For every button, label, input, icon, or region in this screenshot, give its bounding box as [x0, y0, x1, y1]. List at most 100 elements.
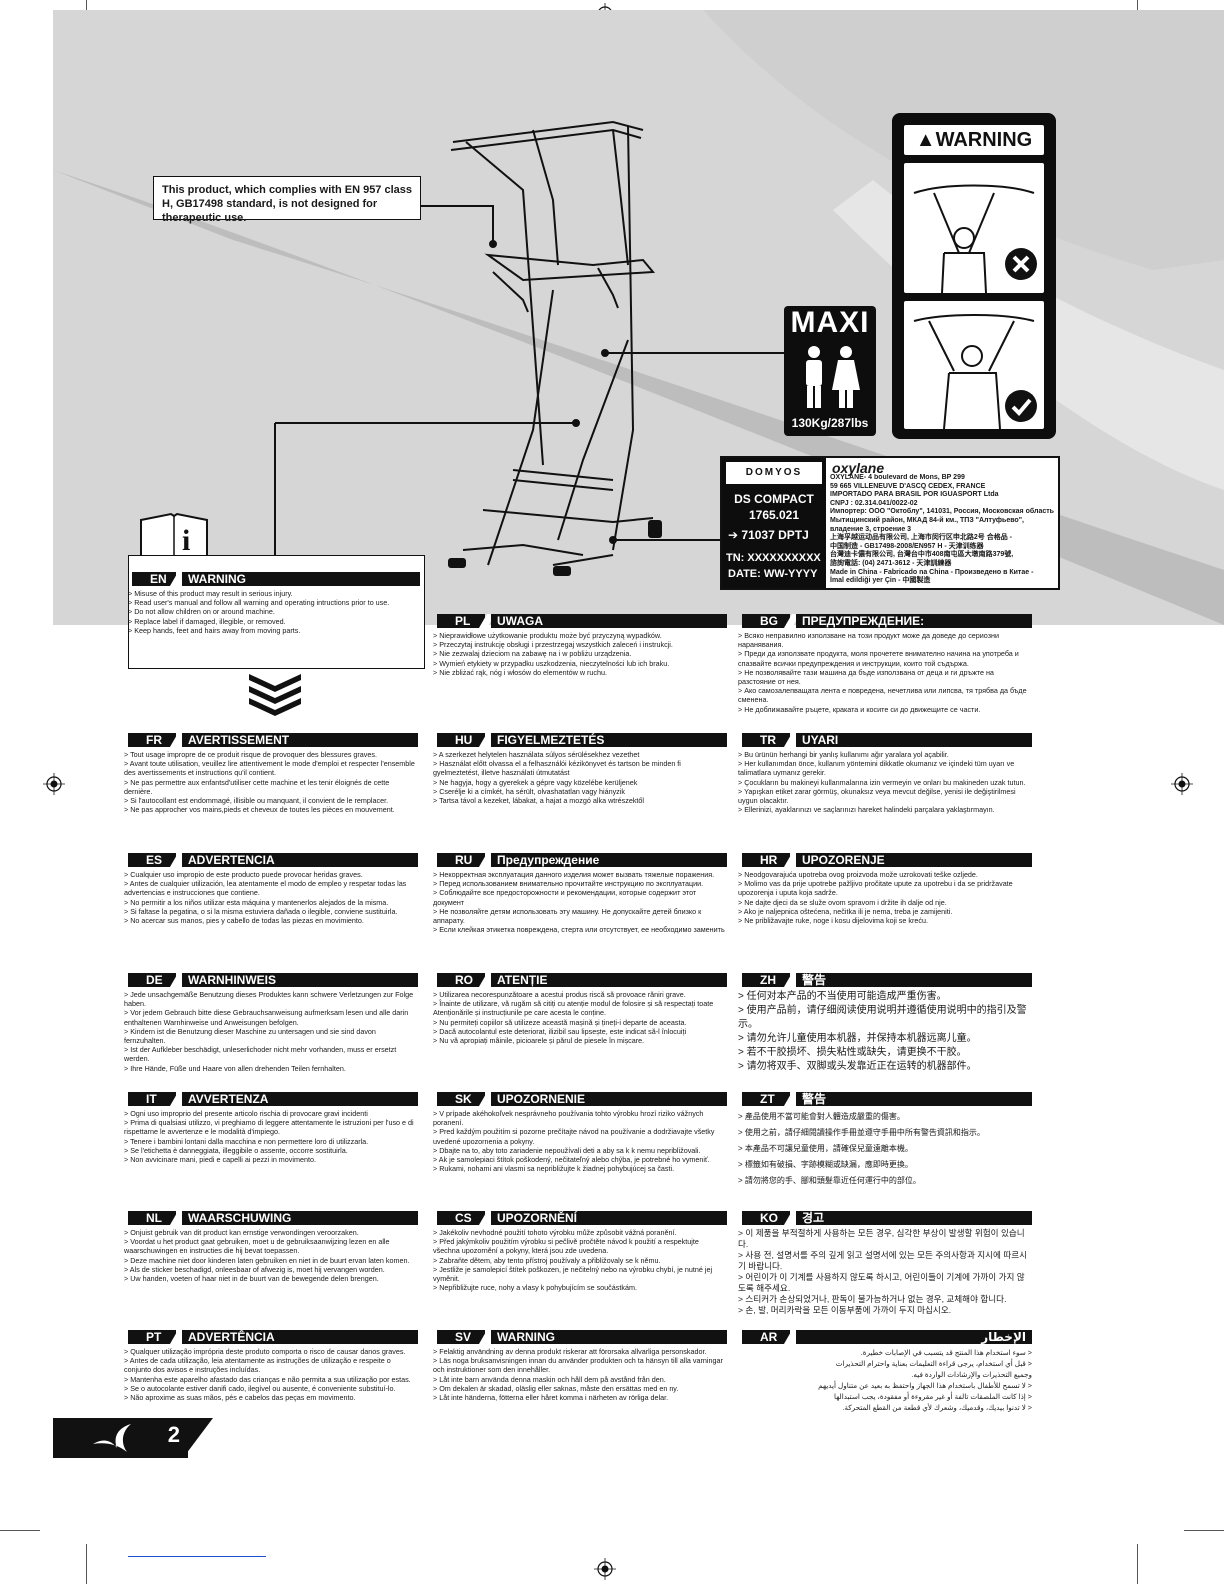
- address-line: IMPORTADO PARA BRASIL POR IGUASPORT Ltda: [830, 491, 999, 499]
- section-items-ko: > 이 제품을 부적절하게 사용하는 모든 경우, 심각한 부상이 발생할 위험…: [738, 1228, 1032, 1316]
- check-icon: [1005, 390, 1037, 422]
- warning-item: > Не позволяйте детям использовать эту м…: [433, 906, 702, 926]
- warning-item: > Ne dajte djeci da se služe ovom spravo…: [738, 897, 947, 907]
- warning-item: > No acercar sus manos, pies y cabello d…: [124, 916, 364, 926]
- section-language-code: PT: [128, 1330, 176, 1344]
- warning-item: > Yapışkan etiket zarar görmüş, okunaksı…: [738, 786, 1016, 806]
- warning-item: > Înainte de utilizare, vă rugăm să citi…: [433, 999, 714, 1018]
- section-title: WAARSCHUWING: [182, 1211, 418, 1225]
- section-language-code: AR: [742, 1330, 790, 1344]
- page-number-tab: 2: [53, 1418, 188, 1458]
- warning-item: > 任何对本产品的不当使用可能造成严重伤害。: [738, 991, 947, 1002]
- section-language-code: SK: [437, 1092, 485, 1106]
- warning-item: > Ne pas permettre aux enfantsd'utiliser…: [124, 777, 390, 796]
- warning-item: > Nu vă apropiați mâinile, picioarele și…: [433, 1036, 645, 1046]
- warning-item: > Před jakýmkoliv použitím výrobku si pe…: [433, 1237, 699, 1256]
- section-items-en: > Misuse of this product may result in s…: [128, 589, 410, 635]
- section-title: الإخطار: [796, 1330, 1032, 1344]
- warning-item: > Non avvicinare mani, piedi e capelli a…: [124, 1155, 316, 1165]
- warning-item: > Jakékoliv nevhodné použití tohoto výro…: [433, 1228, 677, 1237]
- max-weight-panel: MAXI 130Kg/287lbs: [784, 306, 876, 436]
- warning-item: > Cserélje ki a címkét, ha sérült, olvas…: [433, 786, 625, 796]
- warning-item: > 請勿將您的手、腳和頭髮靠近任何運行中的部位。: [738, 1176, 921, 1185]
- section-items-zt: > 產品使用不當可能會對人體造成嚴重的傷害。> 使用之前，請仔細閱讀操作手冊並遵…: [738, 1109, 1032, 1189]
- therapeutic-use-callout: This product, which complies with EN 957…: [153, 176, 421, 224]
- section-language-code: RO: [437, 973, 485, 987]
- address-line: CNPJ : 02.314.041/0022-02: [830, 499, 918, 507]
- warning-item: > Rukami, nohami ani vlasmi sa nepribliž…: [433, 1164, 675, 1174]
- address-line: 諮詢電話: (04) 2471-3612 - 天津訓練器: [830, 559, 952, 567]
- warning-panel-header: ▲WARNING: [904, 125, 1044, 155]
- warning-item: > Vor jedem Gebrauch bitte diese Gebrauc…: [124, 1008, 409, 1027]
- section-items-nl: > Onjuist gebruik van dit product kan er…: [124, 1228, 418, 1283]
- svg-text:i: i: [182, 524, 190, 557]
- warning-item: > Prima di qualsiasi utilizzo, vi preghi…: [124, 1118, 414, 1137]
- warning-item: > Ogni uso improprio del presente artico…: [124, 1109, 368, 1118]
- warning-item: > Antes de cada utilização, leia atentam…: [124, 1356, 391, 1375]
- section-title: ПРЕДУПРЕЖДЕНИЕ:: [796, 614, 1032, 628]
- warning-item: > Se l'etichetta è danneggiata, illeggib…: [124, 1145, 348, 1155]
- chevron-down-icon: [249, 674, 301, 716]
- maxi-title: MAXI: [790, 306, 870, 339]
- warning-item: > Si l'autocollant est endommagé, illisi…: [124, 796, 389, 806]
- warning-item: > Uw handen, voeten of haar niet in de b…: [124, 1274, 379, 1284]
- warning-item: > Nieprawidłowe użytkowanie produktu moż…: [433, 631, 662, 640]
- warning-item: > Se o autocolante estiver danifi cado, …: [124, 1383, 396, 1393]
- warning-item: > Nie zezwalaj dzieciom na zabawę na i w…: [433, 649, 632, 659]
- section-language-code: SV: [437, 1330, 485, 1344]
- warning-item: > Cualquier uso impropio de este product…: [124, 870, 363, 879]
- section-title: 경고: [796, 1211, 1032, 1225]
- warning-item: > Ak je samolepiaci štítok poškodený, ne…: [433, 1155, 710, 1165]
- section-language-code: FR: [128, 733, 176, 747]
- warning-item: > Låt inte barn använda denna maskin och…: [433, 1374, 666, 1384]
- address-line: владение 3, строение 3: [830, 525, 912, 533]
- warning-item: > 使用产品前，请仔细阅读使用说明并遵循使用说明中的指引及警示。: [738, 1005, 1027, 1030]
- section-language-code: EN: [132, 572, 176, 586]
- warning-item: > Некорректная эксплуатация данного изде…: [433, 870, 715, 879]
- warning-item: < قبل أي استخدام، يرجى قراءة التعليمات ب…: [835, 1359, 1032, 1368]
- warning-item: > Ако самозалепващата лента е повредена,…: [738, 686, 1027, 705]
- warning-item: > Molimo vas da prije upotrebe pažljivo …: [738, 879, 1013, 898]
- warning-item: > Avant toute utilisation, veuillez lire…: [124, 759, 415, 778]
- section-title: ADVERTÊNCIA: [182, 1330, 418, 1344]
- warning-item: > 標籤如有破損、字跡模糊或缺漏，應即時更換。: [738, 1160, 913, 1169]
- warning-item: > Neodgovarajuća upotreba ovog proizvoda…: [738, 870, 978, 879]
- warning-item: > 손, 발, 머리카락을 모든 이동부품에 가까이 두지 마십시오.: [738, 1305, 952, 1315]
- warning-item: > Si faltase la pegatina, o si la misma …: [124, 906, 398, 916]
- section-items-sk: > V prípade akéhokoľvek nesprávneho použ…: [433, 1109, 727, 1173]
- section-items-ru: > Некорректная эксплуатация данного изде…: [433, 870, 727, 934]
- address-line: Импортер: ООО "Октоблу", 141031, Россия,…: [830, 508, 1054, 516]
- warning-item: > Read user's manual and follow all warn…: [128, 598, 390, 608]
- warning-item: > Felaktig användning av denna produkt r…: [433, 1347, 707, 1356]
- section-title: Предупреждение: [491, 853, 727, 867]
- model-ref: 1765.021: [748, 508, 800, 522]
- section-title: UYARI: [796, 733, 1032, 747]
- registration-mark-right: [1171, 773, 1193, 795]
- crop-mark: [1184, 1530, 1224, 1531]
- section-language-code: ZH: [742, 973, 790, 987]
- warning-item: > Mantenha este aparelho afastado das cr…: [124, 1374, 411, 1384]
- section-items-cs: > Jakékoliv nevhodné použití tohoto výro…: [433, 1228, 727, 1292]
- warning-item: > 使用之前，請仔細閱讀操作手冊並遵守手冊中所有警告資訊和指示。: [738, 1128, 985, 1137]
- page-tab-corner: [183, 1418, 213, 1458]
- section-items-de: > Jede unsachgemäße Benutzung dieses Pro…: [124, 990, 418, 1073]
- section-title: ATENȚIE: [491, 973, 727, 987]
- oxylane-logo: oxylane: [832, 460, 885, 476]
- warning-item: > Deze machine niet door kinderen laten …: [124, 1255, 410, 1265]
- label-left-panel: DOMYOS DS COMPACT 1765.021 ➔ 71037 DPTJ …: [722, 458, 826, 588]
- warning-item: > Pred každým použitím si pozorne prečít…: [433, 1127, 715, 1146]
- section-items-zh: > 任何对本产品的不当使用可能造成严重伤害。 > 使用产品前，请仔细阅读使用说明并…: [738, 990, 1032, 1074]
- section-title: WARNING: [491, 1330, 727, 1344]
- warning-item: > Zabraňte dětem, aby tento přístroj pou…: [433, 1255, 661, 1265]
- warning-item: > Qualquer utilização imprópria deste pr…: [124, 1347, 406, 1356]
- model-code-row: ➔ 71037 DPTJ: [728, 528, 809, 542]
- section-items-pl: > Nieprawidłowe użytkowanie produktu moż…: [433, 631, 727, 677]
- warning-item: > Çocukların bu makineyi kullanmalarına …: [738, 777, 1026, 787]
